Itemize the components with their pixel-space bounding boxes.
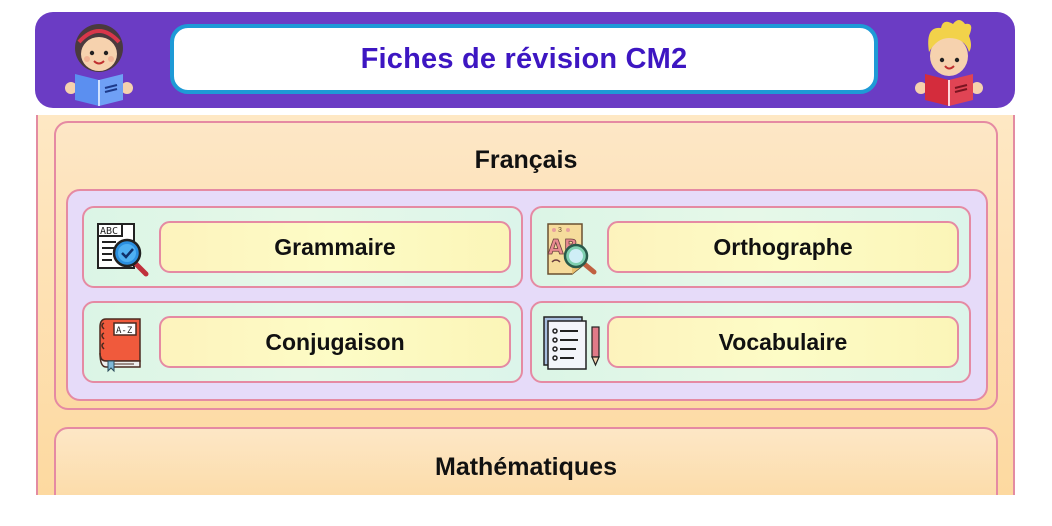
- svg-text:A: A: [548, 235, 564, 259]
- page-title: Fiches de révision CM2: [360, 42, 688, 75]
- a-z-book-icon: A-Z: [99, 318, 141, 373]
- orthographe-button[interactable]: Orthographe: [607, 221, 959, 273]
- card-label: Grammaire: [274, 233, 396, 260]
- svg-text:A-Z: A-Z: [116, 326, 133, 336]
- card-vocabulaire[interactable]: Vocabulaire: [530, 301, 971, 383]
- title-box: Fiches de révision CM2: [170, 24, 878, 94]
- card-conjugaison[interactable]: A-Z Conjugaison: [82, 301, 523, 383]
- conjugaison-button[interactable]: Conjugaison: [159, 316, 511, 368]
- section-title: Français: [474, 146, 578, 174]
- card-orthographe[interactable]: 3 A B Orthographe: [530, 206, 971, 288]
- card-label: Orthographe: [713, 233, 853, 260]
- section-mathematiques: Mathématiques: [54, 427, 998, 495]
- svg-text:3: 3: [558, 227, 562, 234]
- section-title: Mathématiques: [435, 453, 617, 481]
- content-scroll-area[interactable]: Français ABC Grammaire: [36, 115, 1015, 495]
- card-label: Conjugaison: [265, 328, 405, 355]
- grammaire-button[interactable]: Grammaire: [159, 221, 511, 273]
- card-label: Vocabulaire: [718, 328, 848, 355]
- girl-reading-icon: [65, 24, 133, 106]
- section-items-container: ABC Grammaire: [66, 189, 988, 401]
- abc-magnifier-icon: ABC: [97, 223, 149, 277]
- app-header: Fiches de révision CM2: [35, 12, 1015, 108]
- section-francais: Français ABC Grammaire: [54, 121, 998, 410]
- vocabulaire-button[interactable]: Vocabulaire: [607, 316, 959, 368]
- ab-letters-magnifier-icon: 3 A B: [547, 223, 597, 275]
- card-grammaire[interactable]: ABC Grammaire: [82, 206, 523, 288]
- svg-text:ABC: ABC: [100, 226, 118, 237]
- checklist-pencil-icon: [543, 316, 600, 370]
- boy-reading-icon: [915, 20, 983, 106]
